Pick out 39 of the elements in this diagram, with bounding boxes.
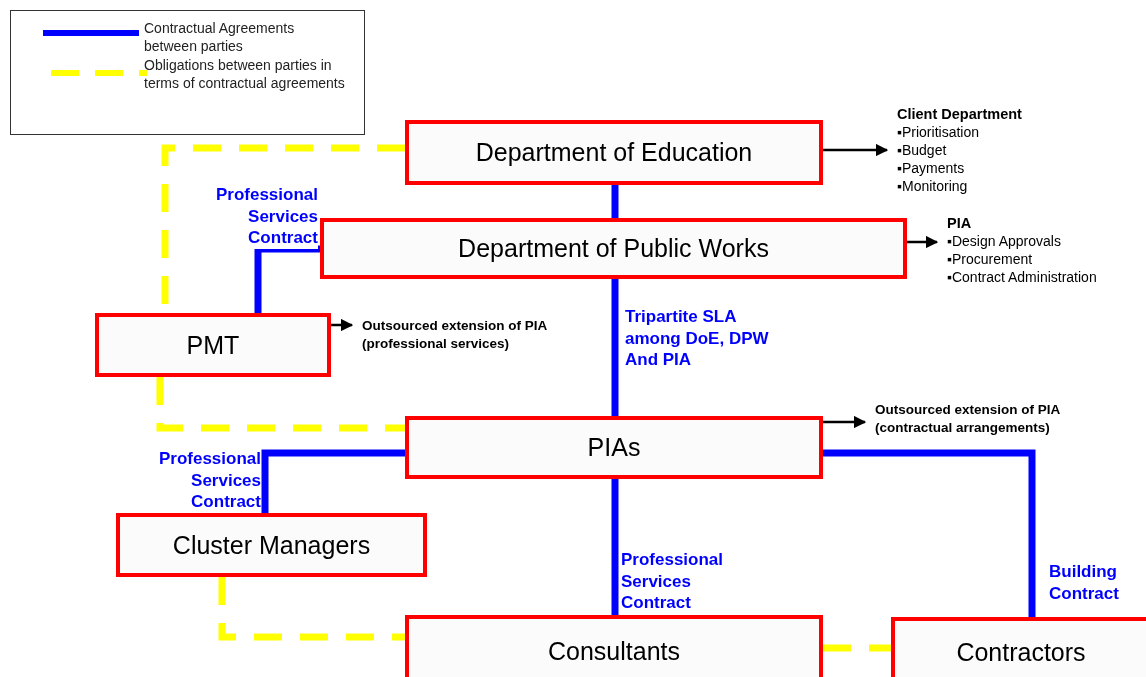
note-text: Outsourced extension of PIA (contractual arrangements) — [875, 401, 1061, 437]
bullet-item: ▪Contract Administration — [947, 268, 1098, 286]
bullet-item: ▪Monitoring — [897, 177, 969, 195]
connector-line — [611, 279, 619, 416]
process-box — [95, 313, 331, 377]
note-heading: Client Department — [897, 105, 1023, 123]
process-box — [891, 617, 1146, 677]
process-box — [320, 218, 907, 279]
bullet-item: ▪Prioritisation — [897, 123, 980, 141]
bullet-item: ▪Budget — [897, 141, 948, 159]
box-label: Department of Public Works — [458, 234, 769, 263]
box-label: Department of Education — [475, 138, 753, 167]
process-box — [405, 120, 823, 185]
process-box — [405, 416, 823, 479]
dashed-connector — [823, 644, 891, 652]
legend-text: Obligations between parties in terms of contractual agreements — [144, 56, 346, 92]
process-box — [405, 615, 823, 677]
arrow — [907, 235, 939, 249]
note-text: Outsourced extension of PIA (professional services) — [362, 317, 548, 353]
arrow — [823, 415, 867, 429]
arrow — [823, 143, 889, 157]
note-heading: PIA — [947, 214, 973, 232]
dashed-connector — [218, 577, 405, 641]
box-label: PIAs — [587, 433, 641, 462]
bullet-item: ▪Design Approvals — [947, 232, 1062, 250]
box-label: Cluster Managers — [172, 530, 371, 560]
connector-line — [611, 479, 619, 615]
box-label: Consultants — [548, 636, 680, 666]
connector-line — [261, 449, 405, 513]
bullet-item: ▪Procurement — [947, 250, 1034, 268]
dashed-connector — [156, 377, 405, 432]
connector-line — [611, 185, 619, 218]
bullet-item: ▪Payments — [897, 159, 966, 177]
connector-line — [823, 449, 1036, 617]
process-box — [116, 513, 427, 577]
legend-text: Contractual Agreements between parties — [144, 19, 296, 55]
box-label: Contractors — [956, 637, 1086, 667]
box-label: PMT — [186, 330, 240, 360]
arrow — [331, 318, 354, 332]
